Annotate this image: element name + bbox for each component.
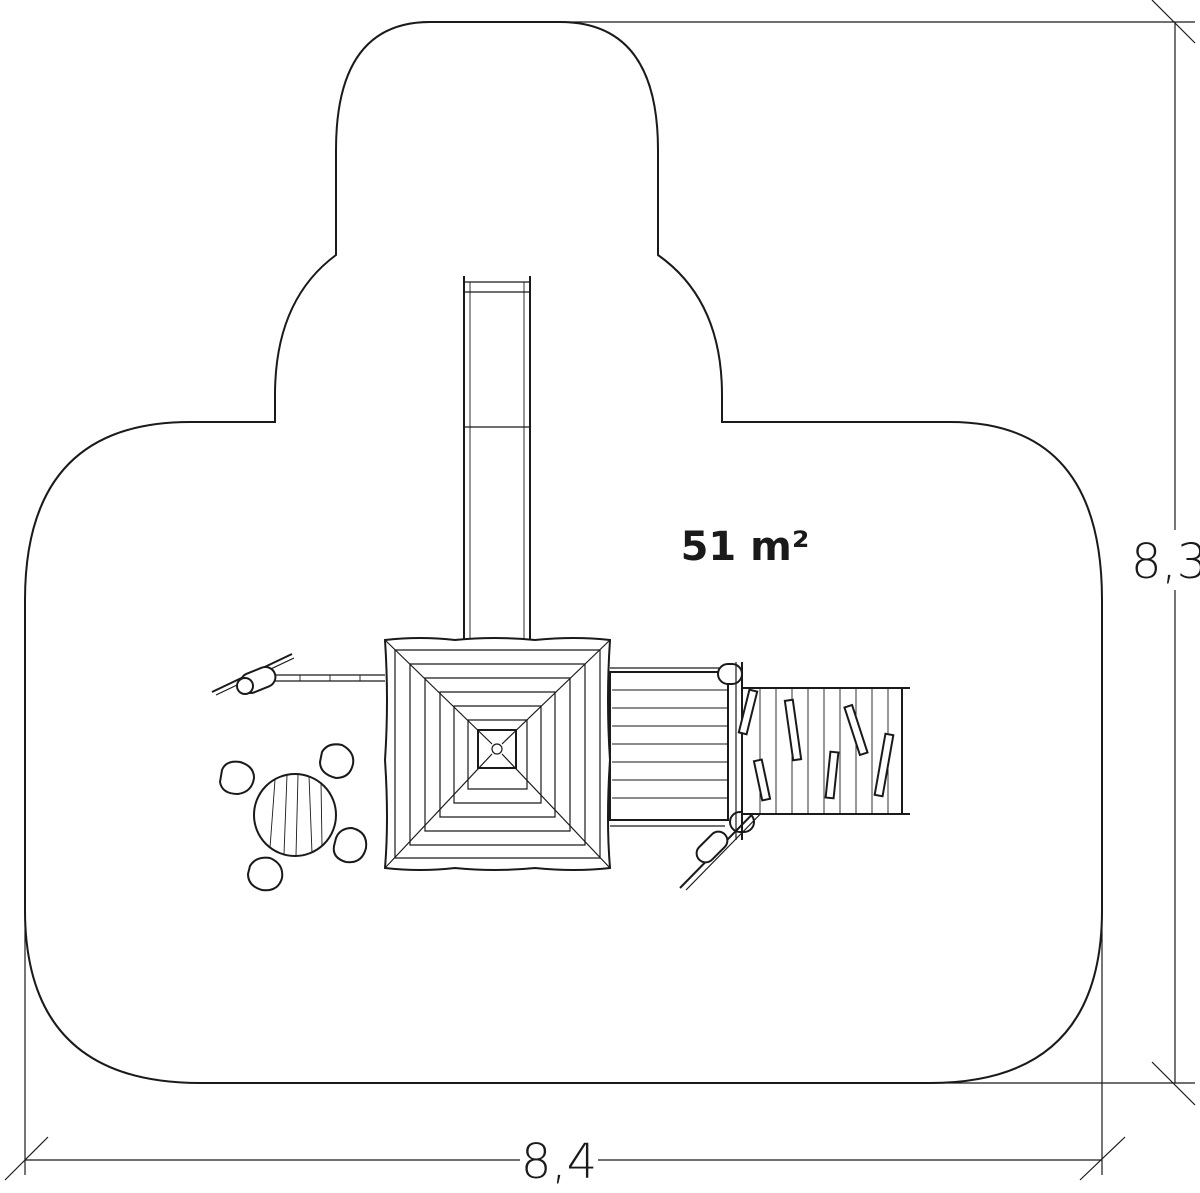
- area-label: 51 m²: [681, 524, 810, 570]
- width-dimension: 8,4: [4, 880, 1126, 1190]
- tower-roof: [383, 637, 612, 871]
- climbing-ramp: [737, 687, 910, 815]
- middle-deck: [609, 662, 779, 891]
- width-label: 8,4: [521, 1134, 597, 1190]
- height-dimension: 8,3: [430, 0, 1200, 1106]
- height-label: 8,3: [1131, 534, 1200, 590]
- left-ladder: [211, 653, 385, 696]
- slide: [463, 276, 531, 640]
- picnic-table: [218, 743, 368, 892]
- safety-zone-outline: [24, 21, 1103, 1084]
